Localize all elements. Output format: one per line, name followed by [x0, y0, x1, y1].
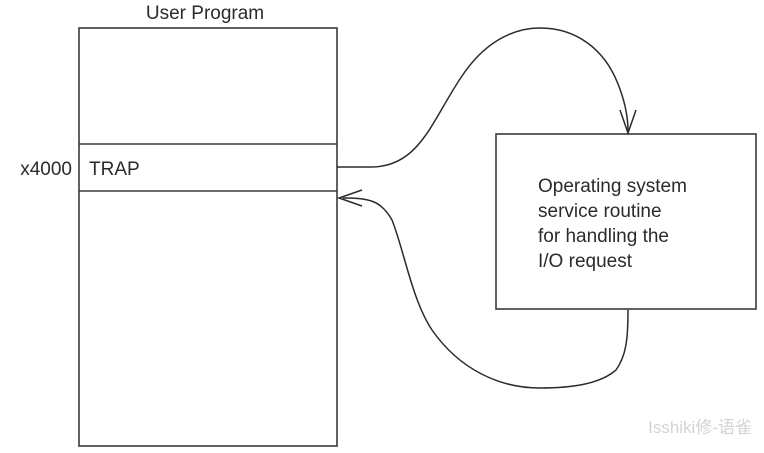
user-program-box [78, 27, 338, 447]
address-label-x4000: x4000 [20, 159, 72, 180]
os-return-arrow [342, 197, 629, 389]
watermark: Isshiki修-语雀 [648, 418, 752, 437]
trap-to-os-arrow [337, 27, 629, 168]
trap-to-os-arrowhead-icon [619, 109, 637, 136]
trap-label: TRAP [89, 159, 140, 180]
os-box-line-2: service routine [538, 201, 662, 222]
os-box-line-1: Operating system [538, 176, 687, 197]
os-box-line-4: I/O request [538, 251, 633, 272]
os-return-arrowhead-icon [336, 189, 363, 207]
os-box-line-3: for handling the [538, 226, 669, 247]
os-service-routine-box [495, 133, 757, 310]
page-title: User Program [146, 3, 264, 24]
